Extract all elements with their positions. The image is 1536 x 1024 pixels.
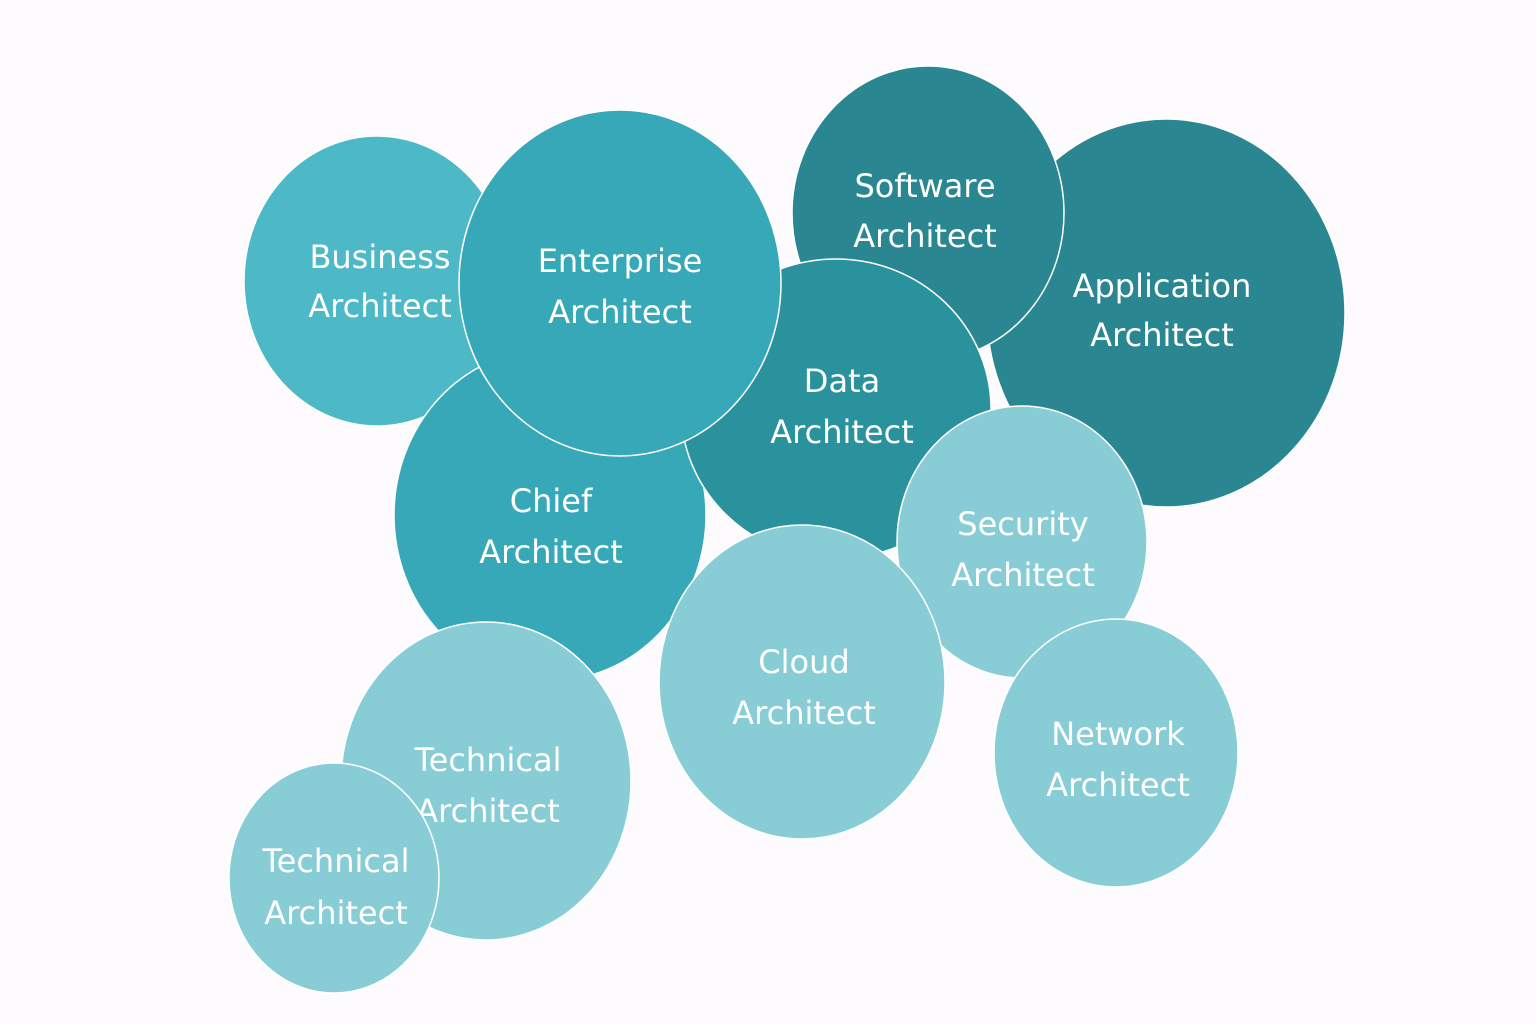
bubble-label-line-2: Architect [853,217,996,255]
bubble-label-line-2: Architect [951,556,1094,594]
bubble-label-line-1: Application [1073,267,1252,305]
bubble-label-line-1: Data [804,362,880,400]
bubble-label-line-2: Architect [770,413,913,451]
bubble-label-line-2: Architect [1046,766,1189,804]
bubble-circle [993,618,1239,888]
bubble-label-line-1: Technical [262,842,410,880]
bubble-label-line-1: Enterprise [538,242,703,280]
bubble-business-architect: Business Architect [243,135,511,427]
bubble-label-line-1: Technical [414,741,562,779]
bubble-label-line-2: Architect [1090,316,1233,354]
bubble-application-architect: Application Architect [986,118,1346,508]
bubble-technical-architect-small: Technical Architect [228,762,440,994]
bubble-label-line-1: Business [309,238,450,276]
bubble-circle [228,762,440,994]
bubble-network-architect: Network Architect [993,618,1239,888]
bubble-label-line-1: Chief [510,482,593,520]
bubble-label-line-2: Architect [416,792,559,830]
bubble-label-line-1: Cloud [758,643,849,681]
bubble-label-line-1: Software [854,167,995,205]
bubble-label-line-2: Architect [264,894,407,932]
bubble-label-line-2: Architect [732,694,875,732]
bubble-enterprise-architect: Enterprise Architect [458,109,782,457]
bubble-label-line-1: Security [957,505,1088,543]
bubble-label-line-2: Architect [479,533,622,571]
bubble-label-line-1: Network [1051,715,1185,753]
bubble-label-line-2: Architect [548,293,691,331]
bubble-circle [658,524,946,840]
bubble-security-architect: Security Architect [896,405,1148,679]
bubble-cloud-architect: Cloud Architect [658,524,946,840]
bubble-circle [458,109,782,457]
bubble-label-line-2: Architect [308,287,451,325]
